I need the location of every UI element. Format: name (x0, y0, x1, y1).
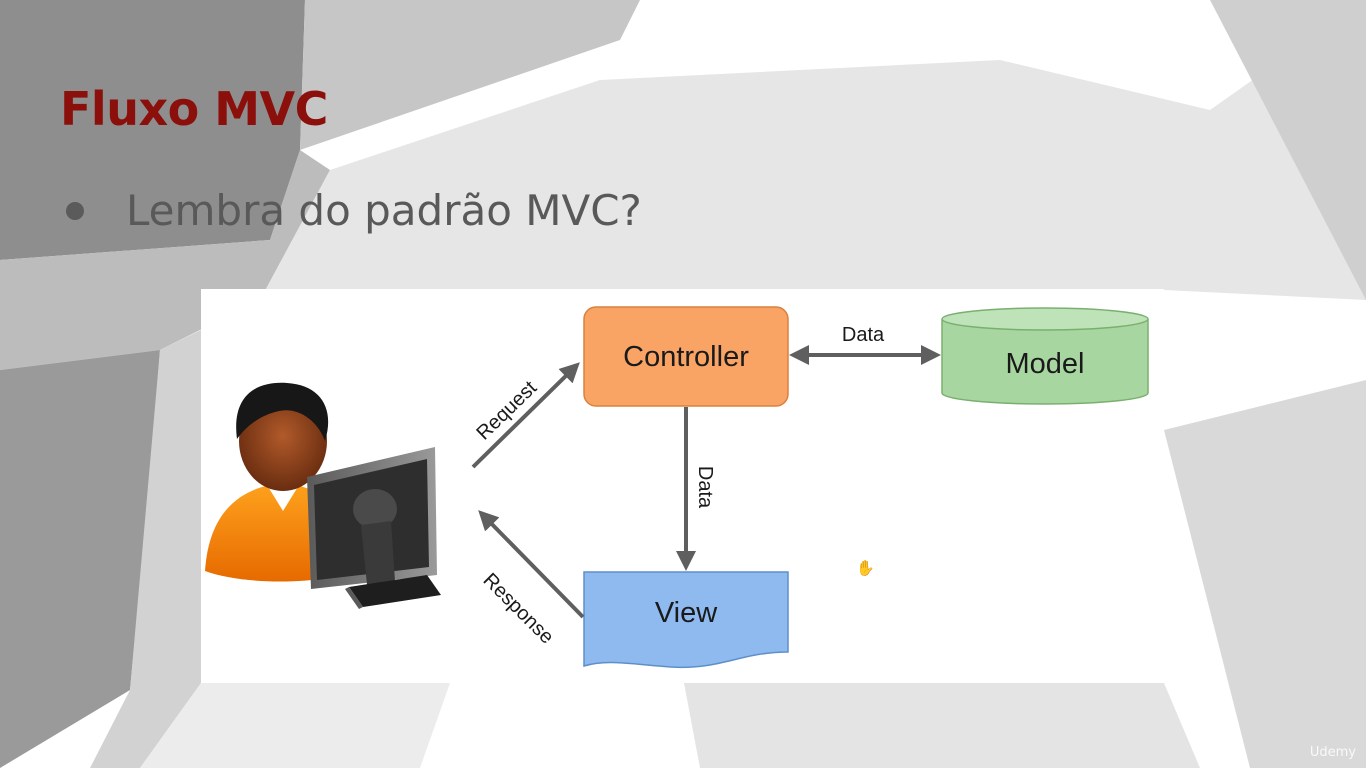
controller-model-data-label: Data (842, 324, 885, 346)
view-label: View (655, 597, 718, 629)
bullet-text: Lembra do padrão MVC? (126, 186, 642, 235)
response-arrow (478, 510, 585, 619)
bullet-item: Lembra do padrão MVC? (66, 186, 642, 235)
controller-label: Controller (623, 341, 749, 373)
mvc-diagram-panel: Controller Model View Request Response D… (201, 289, 1164, 683)
user-at-computer-icon (205, 382, 441, 609)
request-arrow (471, 362, 580, 469)
view-node: View (583, 571, 789, 669)
bullet-dot (66, 201, 84, 220)
mvc-diagram: Controller Model View Request Response D… (205, 306, 1149, 669)
controller-view-data-label: Data (694, 466, 716, 509)
hand-cursor-icon: ✋ (856, 560, 875, 577)
controller-node: Controller (583, 306, 789, 407)
model-node: Model (941, 307, 1149, 405)
udemy-watermark: Udemy (1309, 745, 1356, 760)
slide-title: Fluxo MVC (60, 82, 328, 136)
model-label: Model (1006, 348, 1085, 380)
